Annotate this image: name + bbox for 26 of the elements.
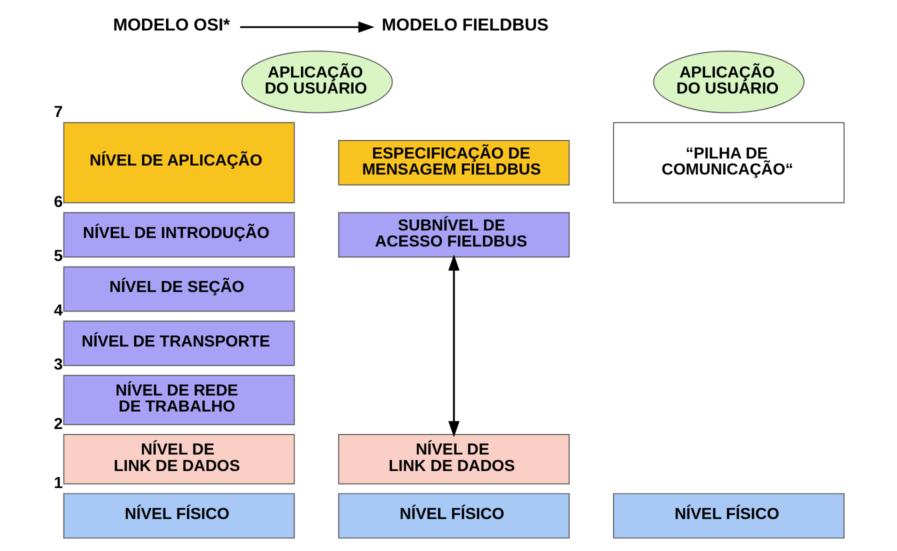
node-box: NÍVEL FÍSICO	[62, 493, 294, 539]
node-ellipse: APLICAÇÃO DO USUÁRIO	[652, 50, 804, 114]
node-box: NÍVEL DE APLICAÇÃO	[62, 122, 294, 204]
node-box: NÍVEL DE LINK DE DADOS	[62, 434, 294, 484]
node-box: ESPECIFICAÇÃO DE MENSAGEM FIELDBUS	[338, 140, 570, 186]
node-label: 1	[53, 474, 62, 492]
node-box: SUBNÍVEL DE ACESSO FIELDBUS	[338, 212, 570, 258]
node-label: 3	[53, 356, 62, 374]
node-label: 7	[53, 102, 62, 121]
node-label: 4	[53, 301, 62, 320]
node-box: NÍVEL DE TRANSPORTE	[62, 320, 294, 366]
node-box: NÍVEL DE REDE DE TRABALHO	[62, 374, 294, 426]
node-box: NÍVEL FÍSICO	[612, 493, 844, 539]
node-box: “PILHA DE COMUNICAÇÃO“	[612, 122, 844, 204]
arrow	[240, 22, 374, 33]
node-label: 2	[53, 414, 62, 433]
node-box: NÍVEL DE LINK DE DADOS	[338, 434, 570, 484]
arrow	[448, 254, 460, 438]
node-box: NÍVEL DE INTRODUÇÃO	[62, 212, 294, 258]
node-box: NÍVEL DE SEÇÃO	[62, 266, 294, 312]
node-label: 6	[53, 192, 62, 211]
node-box: NÍVEL FÍSICO	[338, 493, 570, 539]
node-text: MODELO OSI*	[112, 14, 230, 34]
node-label: 5	[53, 247, 62, 266]
node-text: MODELO FIELDBUS	[381, 14, 548, 34]
node-ellipse: APLICAÇÃO DO USUÁRIO	[240, 50, 392, 114]
